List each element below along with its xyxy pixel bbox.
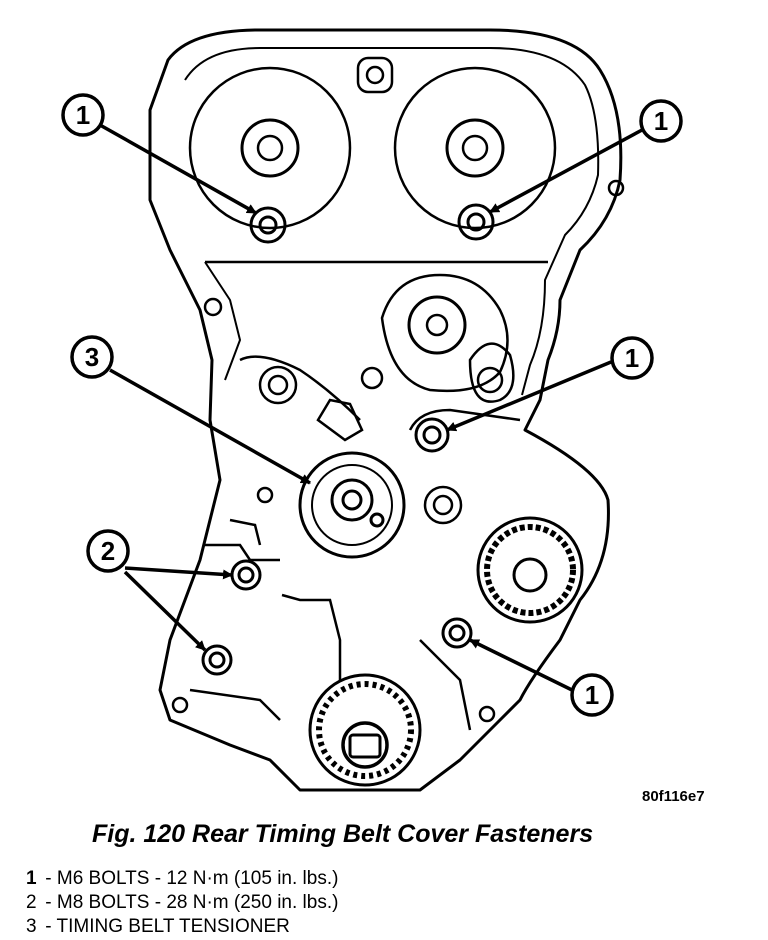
callout-2: 2 [86, 529, 130, 573]
callout-1-bottom-right: 1 [570, 673, 614, 717]
callout-1-middle-right: 1 [610, 336, 654, 380]
tensioner-pulley [298, 451, 406, 559]
callout-1-top-left: 1 [61, 93, 105, 137]
legend: 1 - M6 BOLTS - 12 N·m (105 in. lbs.) 2 -… [26, 867, 338, 939]
callout-number: 1 [585, 680, 599, 710]
bolt-top-right [457, 203, 495, 241]
cover-inner-line [184, 47, 600, 396]
legend-item: 1 - M6 BOLTS - 12 N·m (105 in. lbs.) [26, 867, 338, 891]
legend-number: 1 [26, 868, 37, 889]
callout-number: 1 [654, 106, 668, 136]
right-cam-area [393, 66, 557, 230]
legend-item: 2 - M8 BOLTS - 28 N·m (250 in. lbs.) [26, 891, 338, 915]
bolt-m8-lower [201, 644, 233, 676]
legend-text: - M8 BOLTS - 28 N·m (250 in. lbs.) [40, 892, 339, 913]
figure-caption: Fig. 120 Rear Timing Belt Cover Fastener… [92, 820, 594, 848]
leader-arrow [99, 123, 257, 215]
bolt-middle-right [414, 417, 450, 453]
bolt-top-left [249, 206, 287, 244]
leader-arrow [109, 368, 311, 485]
bolt-m8-upper [230, 559, 262, 591]
callout-1-top-right: 1 [639, 99, 683, 143]
leader-arrow [124, 566, 233, 580]
left-cam-area [188, 66, 352, 230]
cover-outline [148, 28, 623, 792]
figure-code: 80f116e7 [642, 788, 705, 805]
bolt-bottom-right [441, 617, 473, 649]
leader-arrow [123, 570, 207, 652]
leader-arrow [489, 128, 643, 214]
legend-item: 3 - TIMING BELT TENSIONER [26, 915, 338, 939]
callout-number: 2 [101, 536, 115, 566]
callout-number: 1 [76, 100, 90, 130]
legend-text: - M6 BOLTS - 12 N·m (105 in. lbs.) [40, 868, 339, 889]
toothed-gear [476, 516, 584, 624]
legend-text: - TIMING BELT TENSIONER [40, 916, 290, 937]
legend-number: 2 [26, 892, 37, 913]
leader-arrow [446, 360, 612, 432]
callout-number: 3 [85, 342, 99, 372]
legend-number: 3 [26, 916, 37, 937]
callout-number: 1 [625, 343, 639, 373]
leader-arrow [469, 638, 573, 692]
callout-3: 3 [70, 335, 114, 379]
timing-cover-diagram: 1 1 1 1 2 3 [61, 28, 683, 792]
crank-sprocket [308, 673, 422, 787]
